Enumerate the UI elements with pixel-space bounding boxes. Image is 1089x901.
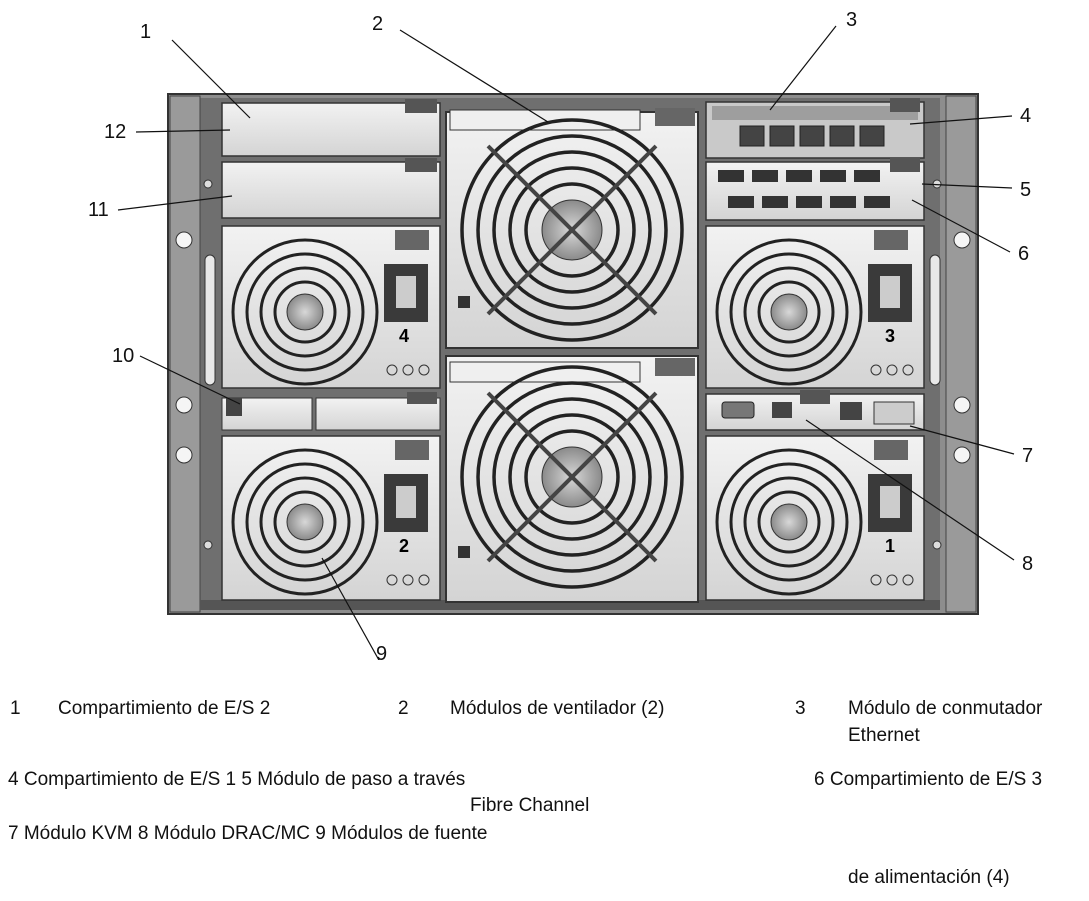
callout-8: 8 [1022,553,1033,575]
psu-label: 1 [885,536,895,556]
fan-module-top [445,108,699,349]
ethernet-switch-module [705,98,925,159]
power-supply-1: 1 [705,435,925,601]
kvm-drac-module [705,390,925,431]
callout-4: 4 [1020,105,1031,127]
callout-9: 9 [376,643,387,660]
legend-text-3: Módulo de conmutador [848,698,1043,719]
callout-2: 2 [372,13,383,35]
callout-5: 5 [1020,179,1031,201]
power-supply-4: 4 [221,225,441,389]
power-supply-3: 3 [705,225,925,389]
callout-3: 3 [846,9,857,31]
legend-text-2: Módulos de ventilador (2) [450,698,665,719]
callout-6: 6 [1018,243,1029,265]
leader-lines [117,25,1015,660]
psu-label: 4 [399,326,409,346]
legend-row2-left-cont: Fibre Channel [470,795,590,816]
io-bay-left-top [221,99,441,219]
chassis-rear-diagram: 4 3 2 1 [88,9,1033,660]
legend-text-1: Compartimiento de E/S 2 [58,698,271,719]
legend-row2-right: 6 Compartimiento de E/S 3 [814,769,1043,790]
fan-module-bottom [445,355,699,603]
callout-10: 10 [112,345,134,367]
fibre-channel-module [705,158,925,221]
legend-row2-left: 4 Compartimiento de E/S 1 5 Módulo de pa… [8,769,466,790]
callout-11: 11 [88,199,109,221]
legend-num-1: 1 [10,698,21,719]
callout-7: 7 [1022,445,1033,467]
io-bay-left-middle [221,392,441,431]
legend-row3-right-cont: de alimentación (4) [848,867,1010,888]
callout-12: 12 [104,121,126,143]
callout-numbers: 1 2 3 4 5 6 7 8 9 10 11 12 [88,9,1033,660]
legend-text-3-cont: Ethernet [848,725,920,746]
callout-1: 1 [140,21,151,43]
power-supply-2: 2 [221,435,441,601]
legend-num-3: 3 [795,698,806,719]
legend-num-2: 2 [398,698,409,719]
legend-row3-left: 7 Módulo KVM 8 Módulo DRAC/MC 9 Módulos … [8,823,488,844]
psu-label: 2 [399,536,409,556]
psu-label: 3 [885,326,895,346]
